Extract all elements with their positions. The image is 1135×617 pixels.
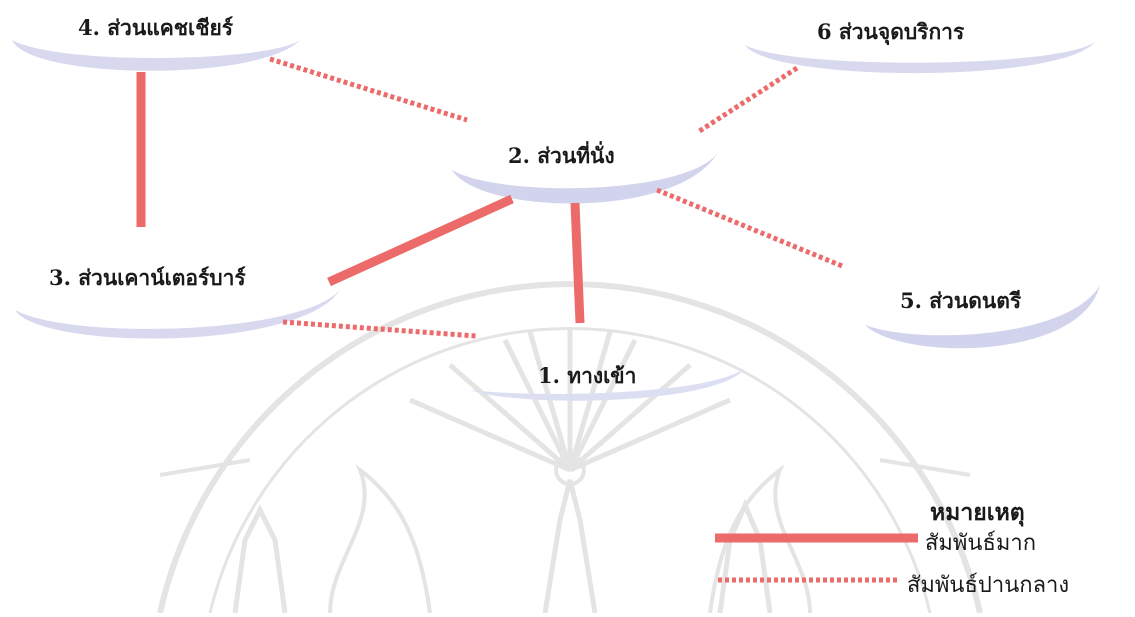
node-label-bar-counter: 3. ส่วนเคาน์เตอร์บาร์ <box>49 265 246 290</box>
legend-lines <box>715 533 918 583</box>
node-shapes <box>12 40 1100 401</box>
node-shape-4 <box>12 40 300 71</box>
edge-2-5 <box>656 187 843 269</box>
medium-edges <box>269 56 843 339</box>
node-shape-1 <box>470 368 745 401</box>
strong-edges <box>136 72 585 324</box>
node-shape-6 <box>745 42 1095 74</box>
node-label-entrance: 1. ทางเข้า <box>538 363 637 388</box>
legend-strong-label: สัมพันธ์มาก <box>925 531 1037 556</box>
edge-2-1 <box>570 202 585 324</box>
edge-4-2 <box>269 56 468 123</box>
node-label-music: 5. ส่วนดนตรี <box>900 288 1022 313</box>
watermark-seal <box>157 281 983 614</box>
legend-medium-label: สัมพันธ์ปานกลาง <box>907 573 1070 598</box>
edge-3-1 <box>282 319 477 339</box>
node-label-seating: 2. ส่วนที่นั่ง <box>508 143 615 168</box>
node-shape-2 <box>452 152 718 204</box>
edge-2-3 <box>327 194 514 287</box>
node-label-service-point: 6 ส่วนจุดบริการ <box>817 19 965 44</box>
node-shape-3 <box>15 290 340 339</box>
node-label-cashier: 4. ส่วนแคชเชียร์ <box>78 15 234 40</box>
edge-6-2 <box>696 65 799 135</box>
legend-title: หมายเหตุ <box>930 499 1025 526</box>
node-shape-5 <box>865 285 1100 349</box>
